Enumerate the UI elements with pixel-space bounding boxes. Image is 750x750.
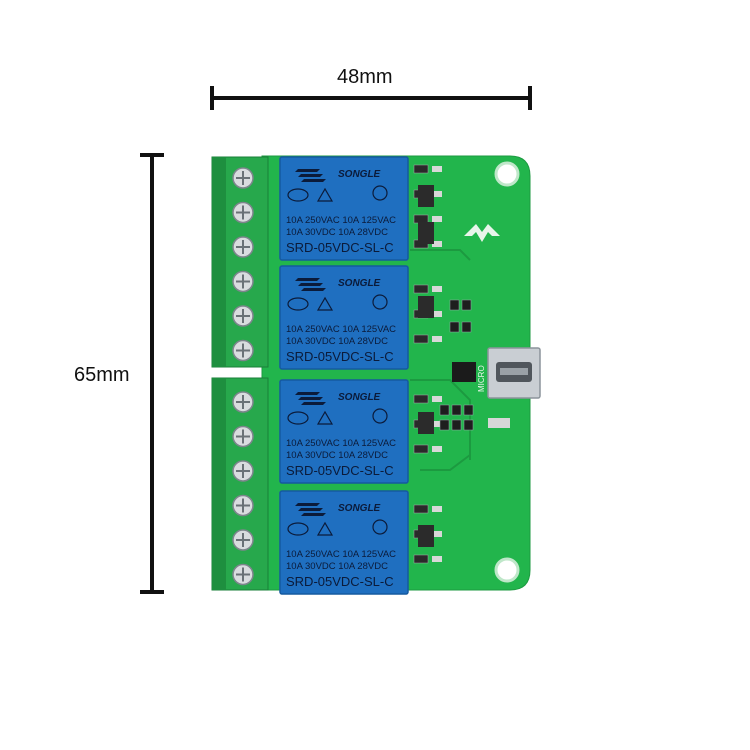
resistor: [413, 554, 429, 564]
board-logo-icon: [464, 224, 500, 242]
relay-rating-line-1: 10A 250VAC 10A 125VAC: [286, 215, 396, 226]
capacitor: [432, 421, 442, 427]
terminal-screw-icon[interactable]: [232, 563, 254, 586]
smd-part: [439, 419, 450, 431]
smd-part: [463, 404, 474, 416]
certification-icons: [287, 519, 388, 536]
capacitor: [432, 396, 442, 402]
resistor: [413, 504, 429, 514]
transistor: [418, 412, 434, 434]
songle-logo-icon: [295, 278, 326, 291]
terminal-block-top: [211, 156, 269, 368]
capacitor: [432, 286, 442, 292]
height-dimension-label: 65mm: [74, 364, 130, 386]
songle-logo-icon: [295, 503, 326, 516]
relay-model: SRD-05VDC-SL-C: [286, 240, 394, 255]
resistor: [413, 334, 429, 344]
relay-rating-line-2: 10A 30VDC 10A 28VDC: [286, 227, 388, 238]
smd-part: [461, 299, 472, 311]
smd-part: [439, 404, 450, 416]
capacitor: [432, 311, 442, 317]
terminal-screw-icon[interactable]: [232, 425, 254, 448]
relay-brand: SONGLE: [338, 278, 381, 289]
mounting-hole-icon: [494, 557, 520, 583]
relay-rating-line-1: 10A 250VAC 10A 125VAC: [286, 324, 396, 335]
relay-rating-line-2: 10A 30VDC 10A 28VDC: [286, 336, 388, 347]
capacitor: [432, 556, 442, 562]
transistor: [418, 296, 434, 318]
transistor: [418, 185, 434, 207]
capacitor: [432, 191, 442, 197]
songle-logo-icon: [295, 392, 326, 405]
smd-part: [451, 404, 462, 416]
transistor: [418, 222, 434, 244]
micro-usb-port[interactable]: [487, 347, 541, 399]
terminal-screw-icon[interactable]: [232, 339, 254, 362]
songle-logo-icon: [295, 169, 326, 182]
usb-label: MICRO: [477, 365, 486, 392]
ic-chip: [452, 362, 476, 382]
smd-components: [413, 164, 510, 564]
capacitor: [432, 446, 442, 452]
terminal-screw-icon[interactable]: [232, 270, 254, 293]
resistor: [413, 164, 429, 174]
width-dimension-label: 48mm: [337, 66, 393, 88]
terminal-screw-icon[interactable]: [232, 494, 254, 517]
mounting-hole-icon: [494, 161, 520, 187]
relay-model: SRD-05VDC-SL-C: [286, 574, 394, 589]
resistor: [413, 284, 429, 294]
capacitor: [432, 216, 442, 222]
transistor: [418, 525, 434, 547]
terminal-screw-icon[interactable]: [232, 236, 254, 258]
relay-rating-line-2: 10A 30VDC 10A 28VDC: [286, 450, 388, 461]
smd-part: [451, 419, 462, 431]
capacitor: [432, 531, 442, 537]
relay-brand: SONGLE: [338, 169, 381, 180]
resistor: [413, 444, 429, 454]
certification-icons: [287, 294, 388, 311]
smd-part: [449, 321, 460, 333]
terminal-block-bottom: [211, 377, 269, 591]
capacitor: [432, 506, 442, 512]
terminal-screw-icon[interactable]: [232, 529, 254, 551]
smd-part: [449, 299, 460, 311]
terminal-screw-icon[interactable]: [232, 201, 254, 224]
relay-brand: SONGLE: [338, 503, 381, 514]
smd-part: [463, 419, 474, 431]
relay-model: SRD-05VDC-SL-C: [286, 463, 394, 478]
terminal-screw-icon[interactable]: [232, 460, 254, 482]
terminal-screw-icon[interactable]: [232, 391, 254, 413]
height-dimension-line: [140, 153, 164, 594]
capacitor: [432, 336, 442, 342]
terminal-screw-icon[interactable]: [232, 305, 254, 327]
certification-icons: [287, 408, 388, 425]
capacitor: [432, 241, 442, 247]
relay-rating-line-1: 10A 250VAC 10A 125VAC: [286, 438, 396, 449]
relay-brand: SONGLE: [338, 392, 381, 403]
terminal-screw-icon[interactable]: [232, 167, 254, 189]
relay-model: SRD-05VDC-SL-C: [286, 349, 394, 364]
resistor: [413, 394, 429, 404]
certification-icons: [287, 185, 388, 202]
smd-part: [461, 321, 472, 333]
capacitor: [432, 166, 442, 172]
relay-rating-line-1: 10A 250VAC 10A 125VAC: [286, 549, 396, 560]
resistor: [413, 214, 429, 224]
smd-part: [488, 418, 510, 428]
relay-rating-line-2: 10A 30VDC 10A 28VDC: [286, 561, 388, 572]
width-dimension-line: [210, 86, 532, 110]
